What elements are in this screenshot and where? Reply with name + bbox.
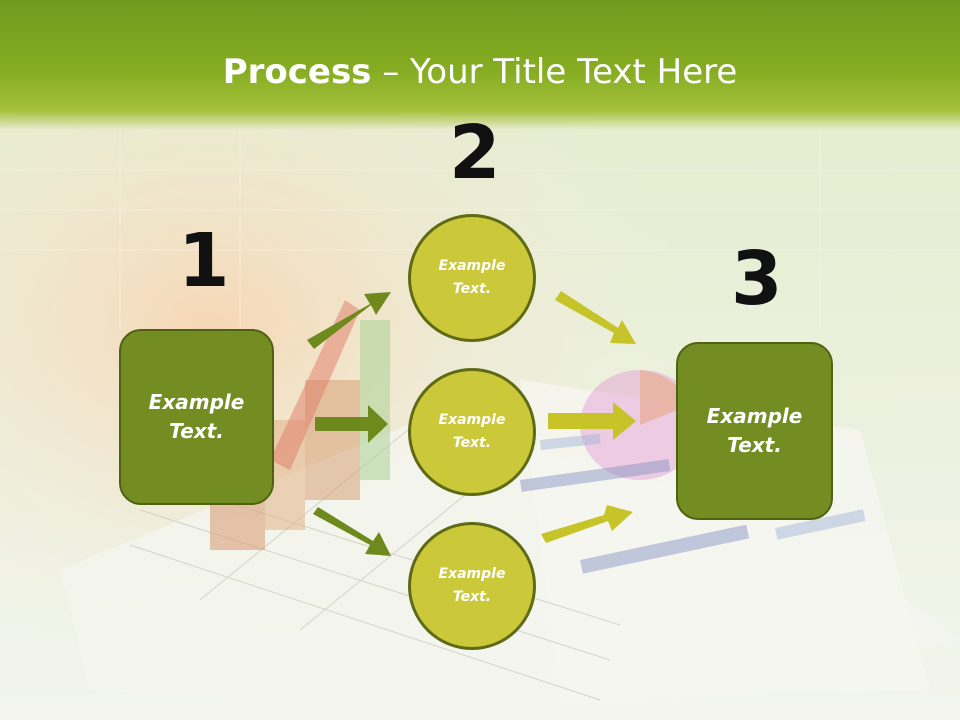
arrow-left-to-middle <box>315 405 388 443</box>
right-step-text: Example Text. <box>706 404 803 457</box>
slide-title: Process – Your Title Text Here <box>0 52 960 92</box>
arrow-middle-to-right <box>548 402 636 440</box>
step-number-3: 3 <box>731 236 783 322</box>
circle-step-top: Example Text. <box>408 214 536 342</box>
step-number-2: 2 <box>449 110 501 196</box>
arrow-top-to-right <box>555 291 636 344</box>
title-rest: – Your Title Text Here <box>371 52 738 92</box>
left-step-text: Example Text. <box>148 390 245 443</box>
title-band <box>0 0 960 130</box>
arrow-bottom-to-right <box>541 505 633 543</box>
title-bold: Process <box>222 52 372 92</box>
step-number-1: 1 <box>178 218 230 304</box>
arrow-left-to-bottom <box>313 507 391 556</box>
circle-step-bottom: Example Text. <box>408 522 536 650</box>
circle-top-text: Example Text. <box>438 258 506 297</box>
circle-bottom-text: Example Text. <box>438 566 506 605</box>
circle-step-middle: Example Text. <box>408 368 536 496</box>
circle-middle-text: Example Text. <box>438 412 506 451</box>
arrow-left-to-top <box>307 292 391 349</box>
right-step-box: Example Text. <box>676 342 833 520</box>
left-step-box: Example Text. <box>119 329 274 505</box>
